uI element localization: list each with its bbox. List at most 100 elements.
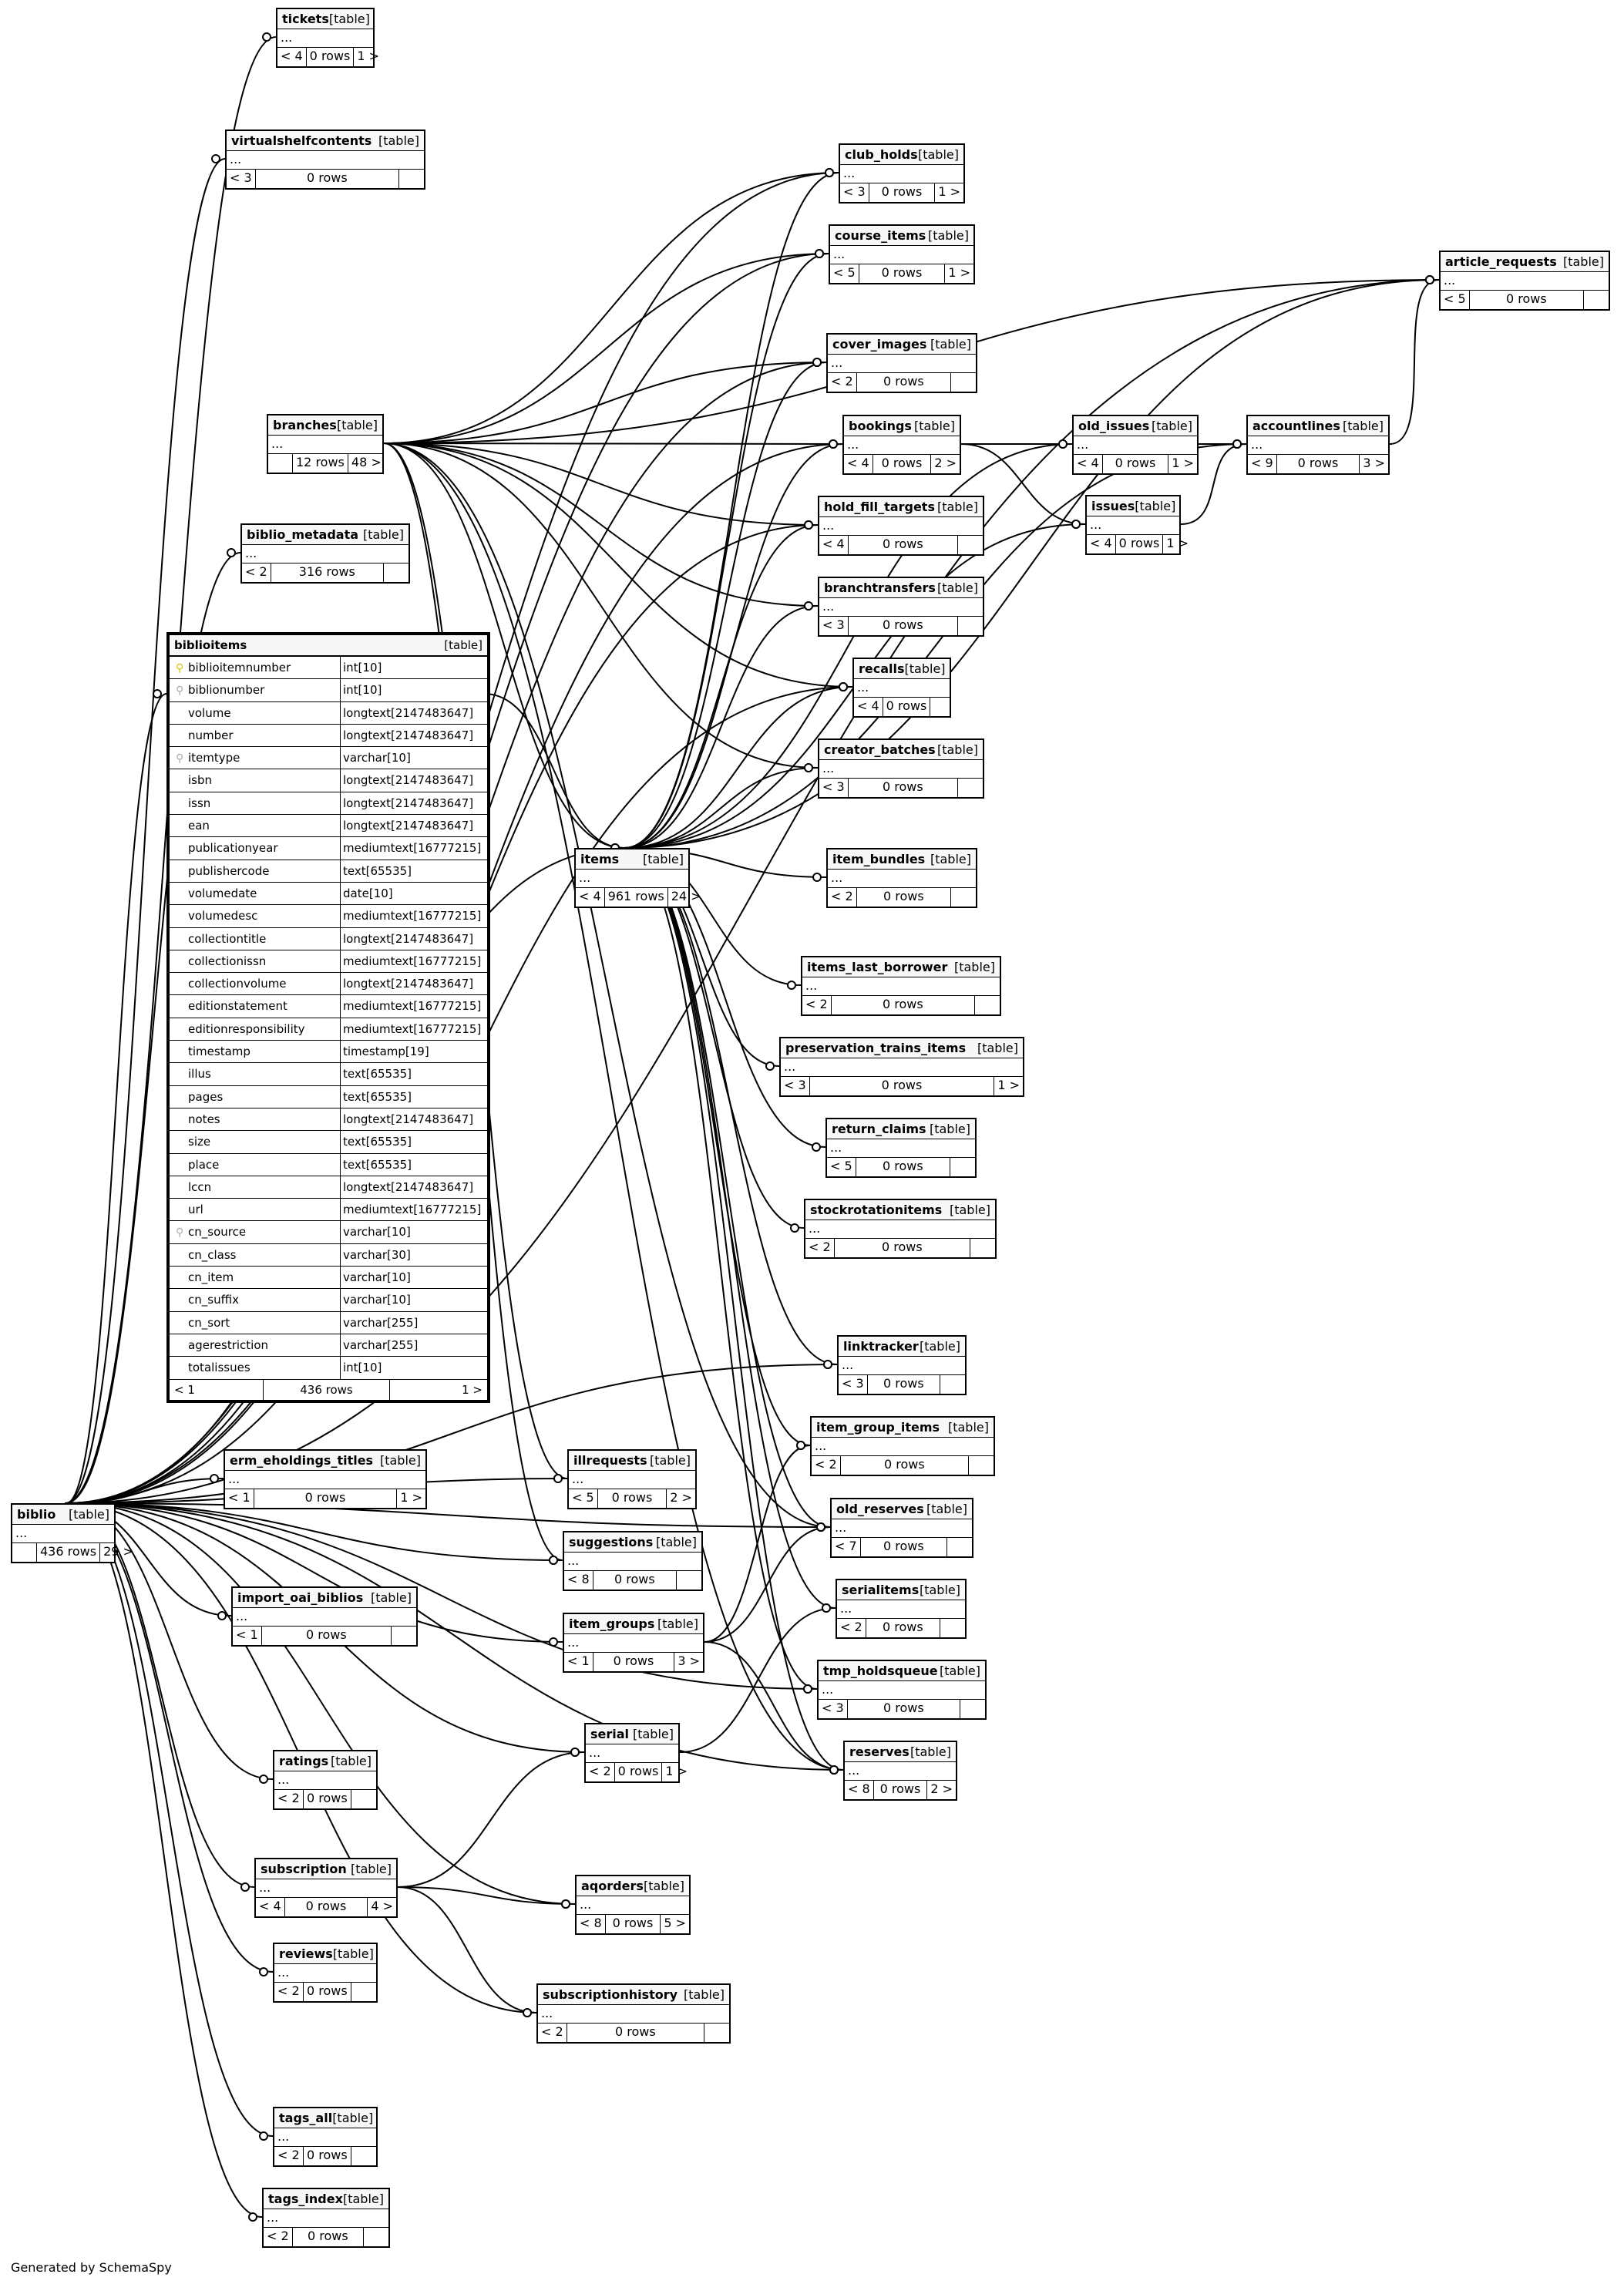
next-link[interactable]: 1 > xyxy=(948,265,970,280)
prev-link[interactable]: < 4 xyxy=(1087,535,1116,553)
table-name[interactable]: biblio_metadata xyxy=(247,527,359,542)
table-name[interactable]: old_reserves xyxy=(836,1502,924,1516)
prev-link[interactable]: < 5 xyxy=(1441,291,1470,309)
prev-link[interactable]: < 4 xyxy=(819,536,849,554)
prev-link[interactable]: < 1 xyxy=(233,1627,262,1645)
next-link[interactable] xyxy=(969,1456,994,1475)
table-name[interactable]: aqorders xyxy=(581,1879,644,1893)
next-link[interactable]: 48 > xyxy=(351,455,382,469)
table-name[interactable]: bookings xyxy=(849,419,912,433)
next-link[interactable]: 3 > xyxy=(1363,456,1385,470)
next-link[interactable] xyxy=(351,1983,376,2001)
table-name[interactable]: branches xyxy=(273,418,337,432)
table-name[interactable]: subscription xyxy=(261,1862,347,1876)
prev-link[interactable]: < 4 xyxy=(1074,455,1103,473)
table-name[interactable]: virtualshelfcontents xyxy=(231,133,372,148)
prev-link[interactable]: < 2 xyxy=(805,1239,835,1257)
next-link[interactable]: 24 > xyxy=(671,889,701,903)
prev-link[interactable]: < 2 xyxy=(812,1456,841,1475)
table-name[interactable]: import_oai_biblios xyxy=(237,1590,364,1605)
next-link[interactable]: 1 > xyxy=(357,49,380,63)
prev-link[interactable]: < 1 xyxy=(564,1653,593,1671)
table-name[interactable]: erm_eholdings_titles xyxy=(230,1453,374,1468)
prev-link[interactable]: < 4 xyxy=(277,48,307,66)
next-link[interactable] xyxy=(351,1790,376,1808)
prev-link[interactable]: < 2 xyxy=(274,2147,304,2165)
next-link[interactable] xyxy=(950,1158,975,1176)
next-link[interactable]: 3 > xyxy=(678,1653,700,1668)
table-name[interactable]: item_groups xyxy=(569,1616,655,1631)
prev-link[interactable]: < 8 xyxy=(577,1915,606,1933)
next-link[interactable] xyxy=(677,1571,701,1590)
next-link[interactable] xyxy=(399,170,424,188)
prev-link[interactable]: < 1 xyxy=(225,1489,254,1508)
table-name[interactable]: biblio xyxy=(17,1507,56,1522)
next-link[interactable]: 2 > xyxy=(934,456,957,470)
biblioitems-prev[interactable]: < 1 xyxy=(170,1379,264,1400)
table-name[interactable]: preservation_trains_items xyxy=(785,1041,967,1055)
table-name[interactable]: reserves xyxy=(849,1744,910,1759)
prev-link[interactable]: < 5 xyxy=(569,1489,598,1508)
next-link[interactable] xyxy=(704,2024,729,2042)
next-link[interactable] xyxy=(958,617,983,635)
next-link[interactable] xyxy=(970,1239,995,1257)
table-name[interactable]: serial xyxy=(590,1727,630,1741)
next-link[interactable]: 1 > xyxy=(938,184,960,199)
table-name[interactable]: article_requests xyxy=(1445,254,1557,269)
prev-link[interactable]: < 7 xyxy=(832,1538,861,1556)
table-name[interactable]: old_issues xyxy=(1078,419,1150,433)
next-link[interactable] xyxy=(947,1538,972,1556)
prev-link[interactable]: < 8 xyxy=(845,1781,874,1799)
table-name[interactable]: item_bundles xyxy=(832,852,926,866)
prev-link[interactable]: < 2 xyxy=(538,2024,567,2042)
prev-link[interactable]: < 3 xyxy=(839,1375,868,1394)
prev-link[interactable]: < 2 xyxy=(264,2228,293,2246)
table-name[interactable]: reviews xyxy=(279,1946,333,1961)
prev-link[interactable]: < 2 xyxy=(242,563,271,582)
table-name[interactable]: stockrotationitems xyxy=(810,1203,943,1217)
next-link[interactable] xyxy=(951,888,976,907)
next-link[interactable] xyxy=(940,1375,965,1394)
next-link[interactable] xyxy=(384,563,409,582)
prev-link[interactable]: < 3 xyxy=(840,183,869,202)
prev-link[interactable]: < 3 xyxy=(781,1077,810,1095)
next-link[interactable]: 1 > xyxy=(1166,536,1189,550)
next-link[interactable] xyxy=(930,698,955,716)
